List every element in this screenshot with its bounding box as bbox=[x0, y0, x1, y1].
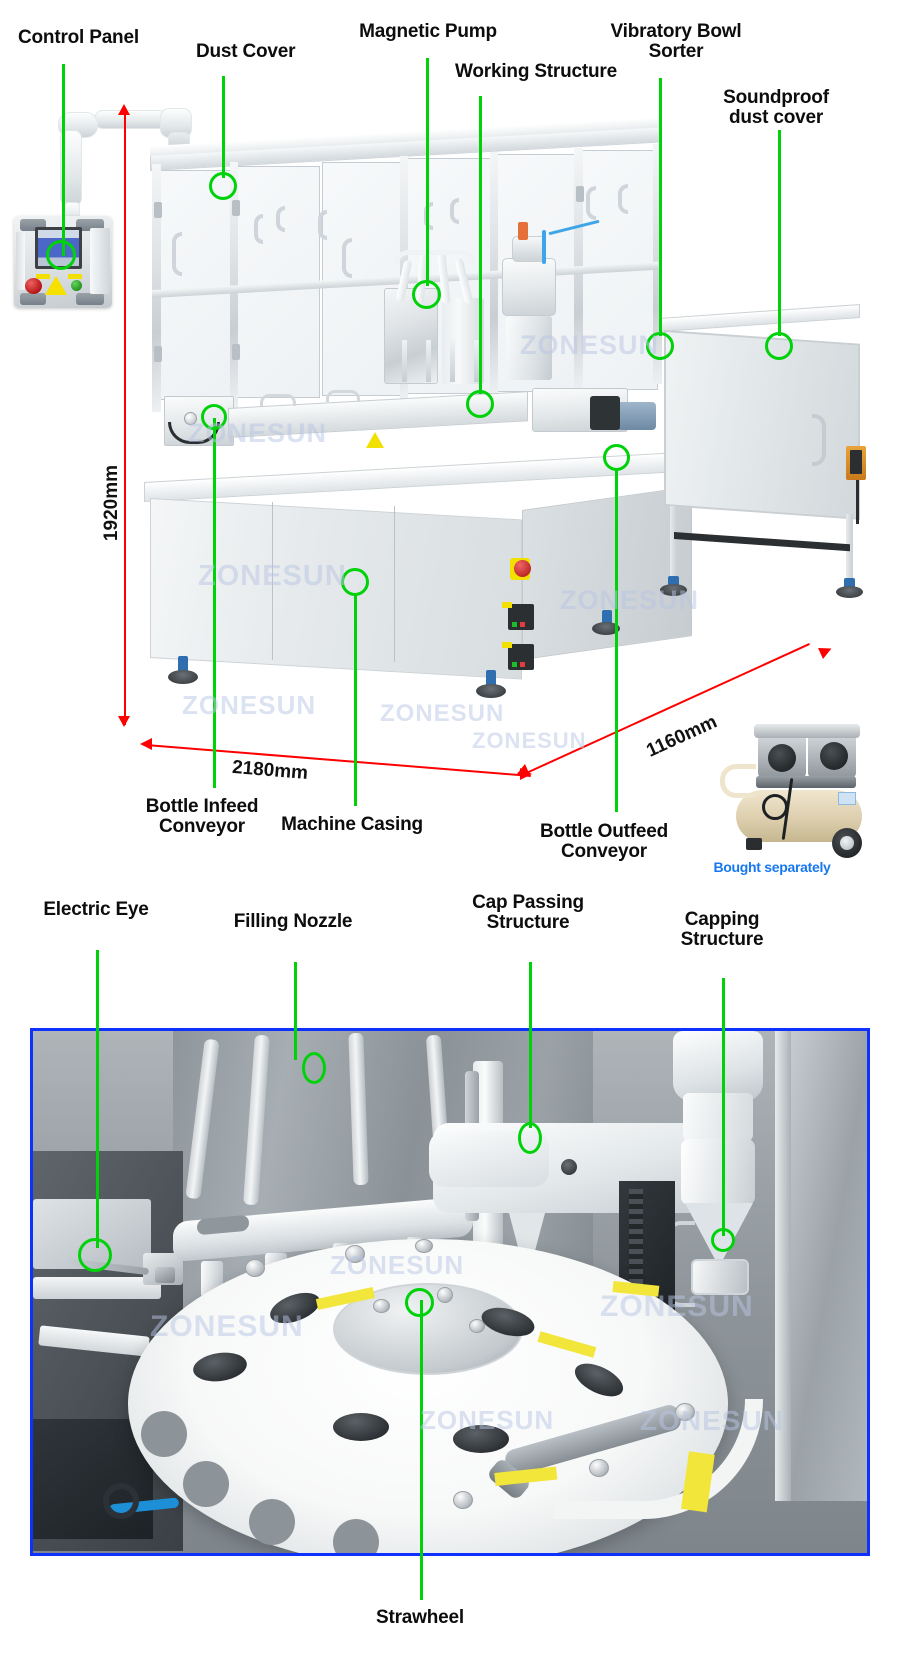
machine-casing bbox=[144, 452, 710, 698]
label-magnetic-pump: Magnetic Pump bbox=[359, 21, 497, 42]
hub-bolt-2 bbox=[437, 1287, 453, 1303]
ring-strawheel bbox=[405, 1288, 434, 1317]
bottle-pocket-6 bbox=[453, 1425, 509, 1453]
ring-working-structure bbox=[466, 390, 494, 418]
ring-control-panel bbox=[46, 240, 76, 270]
leader-vibratory-bowl bbox=[659, 78, 662, 336]
leader-dust-cover bbox=[222, 76, 225, 178]
label-dust-cover: Dust Cover bbox=[196, 41, 296, 62]
label-soundproof-dust-cover: Soundproof dust cover bbox=[723, 87, 829, 128]
width-dimension-line bbox=[145, 744, 531, 777]
hub-bolt-3 bbox=[469, 1319, 485, 1333]
capping-coupler bbox=[683, 1093, 753, 1141]
label-control-panel: Control Panel bbox=[18, 27, 139, 48]
height-arrow-bottom bbox=[118, 716, 130, 727]
label-filling-nozzle: Filling Nozzle bbox=[233, 911, 353, 932]
air-compressor-accessory bbox=[716, 716, 876, 864]
leader-electric-eye bbox=[96, 950, 99, 1248]
leader-soundproof-cover bbox=[778, 130, 781, 336]
leader-magnetic-pump bbox=[426, 58, 429, 286]
width-arrow-left bbox=[140, 738, 152, 750]
leader-cap-passing bbox=[529, 962, 532, 1128]
right-guard-panel bbox=[789, 1031, 867, 1501]
hose-fitting bbox=[103, 1483, 139, 1519]
ring-dust-cover bbox=[209, 172, 237, 200]
right-guard-post bbox=[775, 1031, 791, 1501]
hub-bolt-1 bbox=[373, 1299, 390, 1313]
ring-vibratory-bowl bbox=[646, 332, 674, 360]
label-vibratory-bowl-sorter: Vibratory Bowl Sorter bbox=[610, 21, 742, 62]
soundproof-dust-cover bbox=[660, 304, 880, 598]
label-cap-passing-structure: Cap Passing Structure bbox=[472, 892, 584, 933]
ring-filling-nozzle bbox=[302, 1052, 326, 1084]
ring-capping-structure bbox=[711, 1228, 735, 1252]
leader-strawheel bbox=[420, 1300, 423, 1600]
height-dimension-line bbox=[124, 110, 126, 725]
label-bottle-infeed-conveyor: Bottle Infeed Conveyor bbox=[145, 796, 259, 837]
ring-magnetic-pump bbox=[412, 280, 441, 309]
ring-bottle-outfeed bbox=[603, 444, 630, 471]
height-arrow-top bbox=[118, 104, 130, 115]
label-bottle-outfeed-conveyor: Bottle Outfeed Conveyor bbox=[539, 821, 669, 862]
leader-working-structure bbox=[479, 96, 482, 394]
wheel-notch-1 bbox=[141, 1411, 187, 1457]
rim-bolt-1 bbox=[245, 1259, 265, 1277]
leader-filling-nozzle bbox=[294, 962, 297, 1060]
label-strawheel: Strawheel bbox=[376, 1607, 464, 1628]
capping-clutch bbox=[681, 1139, 755, 1205]
ring-cap-passing bbox=[518, 1122, 542, 1154]
label-capping-structure: Capping Structure bbox=[680, 909, 764, 950]
label-working-structure: Working Structure bbox=[455, 61, 617, 82]
rim-bolt-4 bbox=[589, 1459, 609, 1477]
machine-render-illustration: 1920mm 2180mm 1160mm bbox=[14, 58, 880, 864]
ring-machine-casing bbox=[341, 568, 369, 596]
label-electric-eye: Electric Eye bbox=[43, 899, 149, 920]
cap-passing-port bbox=[561, 1159, 577, 1175]
height-dimension-label: 1920mm bbox=[101, 465, 122, 542]
warning-triangle-icon bbox=[45, 276, 67, 295]
ring-bottle-infeed bbox=[201, 404, 227, 430]
leader-machine-casing bbox=[354, 594, 357, 806]
leader-bottle-outfeed bbox=[615, 470, 618, 812]
start-button bbox=[71, 280, 82, 291]
dust-cover-enclosure bbox=[150, 117, 710, 500]
bottle-pocket-5 bbox=[333, 1413, 389, 1441]
emergency-stop-button bbox=[25, 278, 42, 294]
leader-capping-structure bbox=[722, 978, 725, 1236]
electric-eye-head bbox=[155, 1267, 175, 1283]
infeed-guide-rail bbox=[33, 1277, 161, 1299]
capping-chuck bbox=[691, 1259, 749, 1295]
rim-bolt-5 bbox=[675, 1403, 695, 1421]
wheel-notch-4 bbox=[333, 1519, 379, 1553]
rim-bolt-2 bbox=[345, 1245, 365, 1263]
depth-dimension-label: 1160mm bbox=[643, 711, 721, 762]
depth-arrow-upper bbox=[818, 643, 834, 659]
leader-bottle-infeed bbox=[213, 418, 216, 788]
hub-bolt-top bbox=[415, 1239, 433, 1253]
rim-bolt-3 bbox=[453, 1491, 473, 1509]
wheel-notch-2 bbox=[183, 1461, 229, 1507]
ring-electric-eye bbox=[78, 1238, 112, 1272]
lower-dark-housing bbox=[33, 1419, 153, 1539]
ring-soundproof-cover bbox=[765, 332, 793, 360]
machine-closeup-photo bbox=[30, 1028, 870, 1556]
label-machine-casing: Machine Casing bbox=[281, 814, 423, 835]
capping-motor-head bbox=[673, 1031, 763, 1101]
control-panel-support-arm bbox=[56, 108, 201, 226]
leader-control-panel bbox=[62, 64, 65, 256]
wheel-notch-3 bbox=[249, 1499, 295, 1545]
width-dimension-label: 2180mm bbox=[231, 756, 309, 785]
label-bought-separately: Bought separately bbox=[713, 859, 831, 875]
